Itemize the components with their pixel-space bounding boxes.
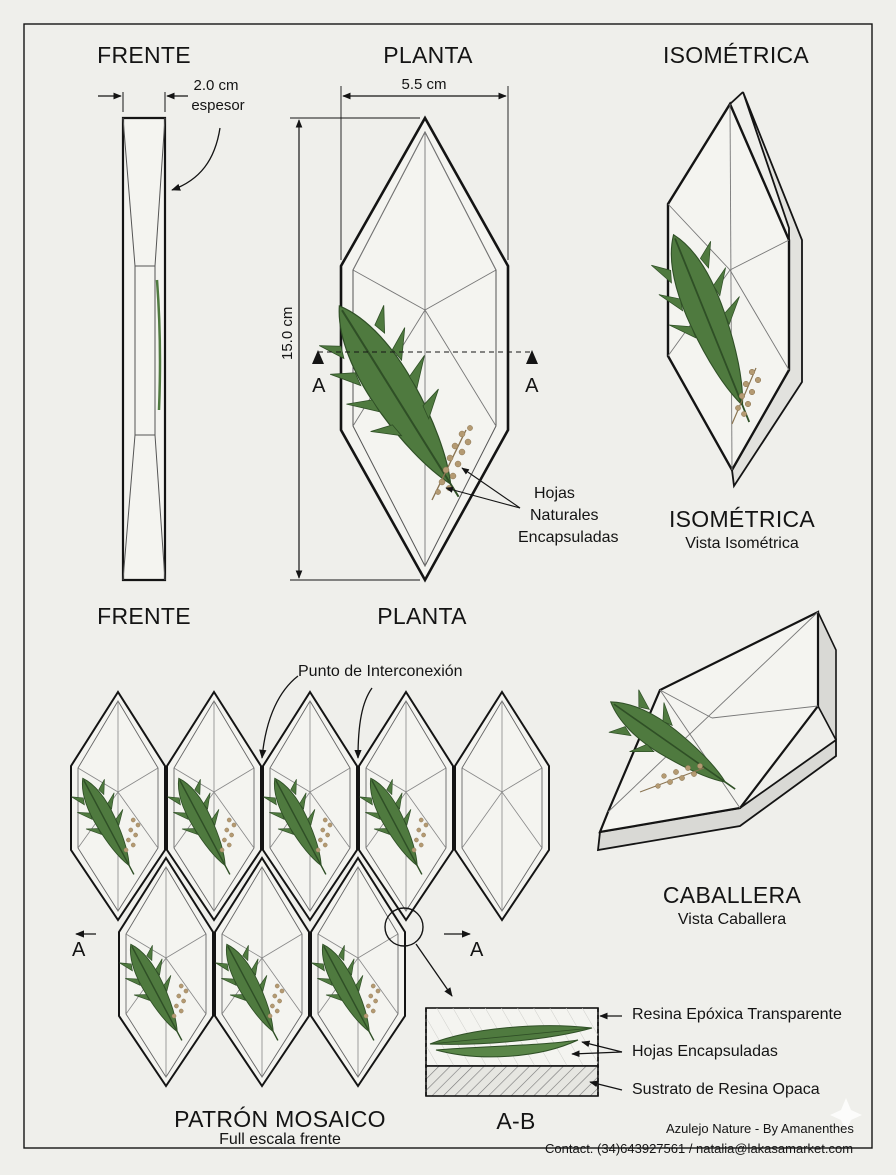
leaf-icon [311, 943, 375, 1041]
leaves-encapsulated-callout: Hojas Encapsuladas [632, 1043, 778, 1060]
footer-brand: Azulejo Nature - By Amanenthes [666, 1121, 854, 1136]
resin-clear-callout: Resina Epóxica Transparente [632, 1006, 842, 1023]
mosaic-tile [118, 856, 214, 1088]
plan-view-title-bottom: PLANTA [377, 603, 467, 629]
mosaic-tile [166, 690, 262, 922]
thickness-dimension: 2.0 cm [193, 77, 239, 94]
iso-view-title-top: ISOMÉTRICA [662, 42, 810, 68]
caballera-view-title: CABALLERA [662, 882, 802, 908]
mosaic-section-marker-left: A [72, 939, 86, 961]
mosaic-tile [262, 690, 358, 922]
mosaic-section-marks [75, 907, 471, 997]
interconnection-callout: Punto de Interconexión [298, 663, 463, 680]
leaf-icon [359, 777, 423, 875]
front-view-title-top: FRENTE [97, 42, 191, 68]
front-view-title-bottom: FRENTE [97, 603, 191, 629]
thickness-label: espesor [191, 97, 245, 114]
sparkle-icon [830, 1098, 862, 1132]
mosaic-title: PATRÓN MOSAICO [174, 1106, 386, 1132]
mosaic-section-marker-right: A [470, 939, 484, 961]
mosaic-tile [70, 690, 166, 922]
plan-view [290, 86, 538, 583]
mosaic-tile [358, 690, 454, 922]
leaf-icon [215, 943, 279, 1041]
leaf-icon [263, 777, 327, 875]
leaf-icon [119, 943, 183, 1041]
footer-contact: Contact. (34)643927561 / natalia@lakasam… [545, 1141, 854, 1156]
section-marker-right: A [525, 375, 539, 397]
caballera-view-subtitle: Vista Caballera [677, 911, 787, 928]
leaf-icon [71, 777, 135, 875]
leaves-callout-line3: Encapsuladas [518, 529, 619, 546]
front-view [98, 92, 221, 582]
width-dimension: 5.5 cm [401, 76, 447, 93]
leaves-callout-line2: Naturales [530, 507, 599, 524]
leaf-icon [167, 777, 231, 875]
section-title: A-B [496, 1108, 536, 1134]
iso-view-title: ISOMÉTRICA [668, 506, 816, 532]
mosaic-pattern [70, 690, 550, 1088]
mosaic-tile [214, 856, 310, 1088]
interconnection-arrows [259, 675, 373, 759]
mosaic-tile [310, 856, 406, 1088]
mosaic-tile [454, 690, 550, 922]
iso-view-subtitle: Vista Isométrica [685, 535, 799, 552]
resin-substrate-callout: Sustrato de Resina Opaca [632, 1081, 820, 1098]
plan-view-title-top: PLANTA [383, 42, 473, 68]
height-dimension: 15.0 cm [279, 306, 296, 360]
sheet-border [23, 23, 873, 1149]
section-detail [425, 1007, 623, 1097]
leaves-callout-line1: Hojas [534, 485, 575, 502]
mosaic-subtitle: Full escala frente [219, 1131, 341, 1148]
section-marker-left: A [312, 375, 326, 397]
isometric-view [651, 91, 803, 489]
caballera-view [596, 610, 837, 852]
